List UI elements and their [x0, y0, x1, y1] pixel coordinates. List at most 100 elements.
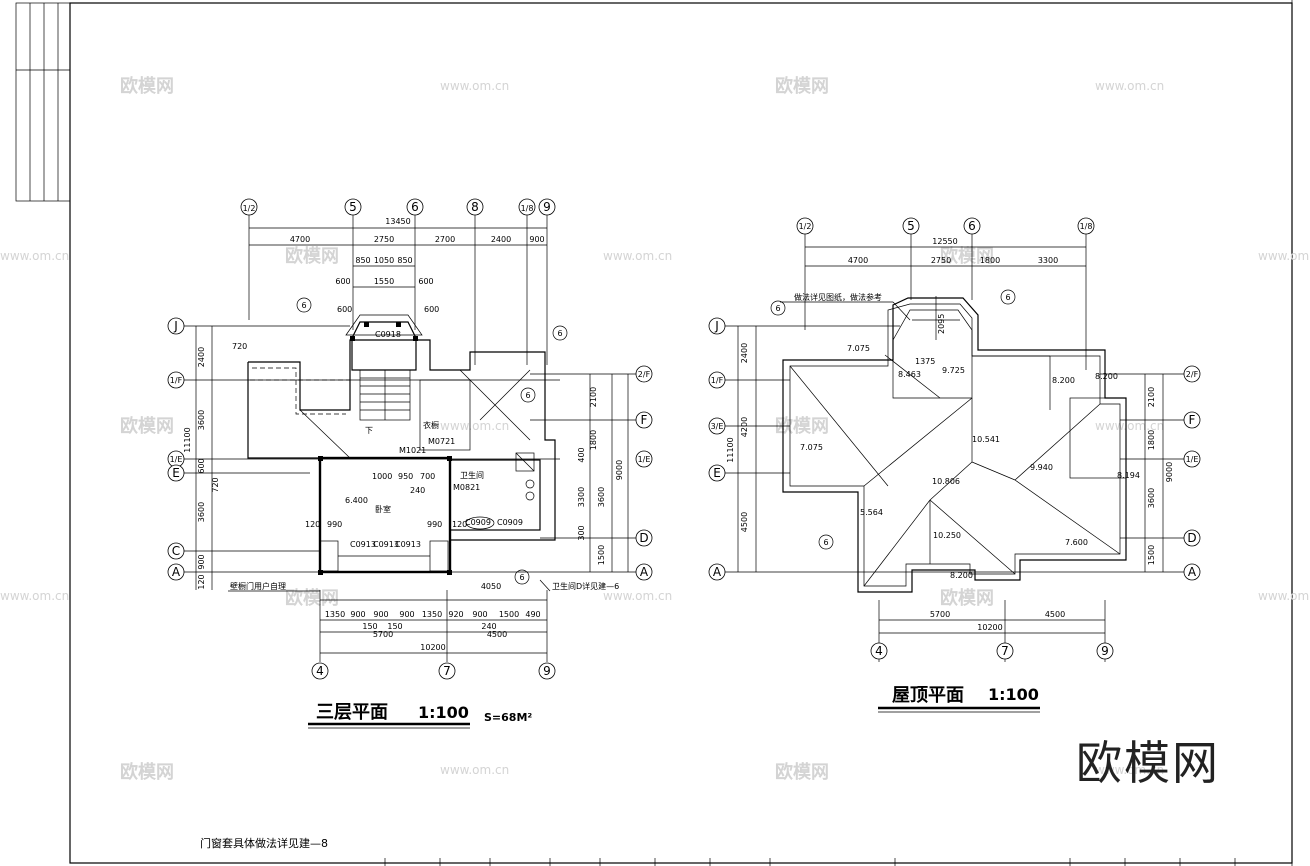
drawing-label: E: [713, 466, 721, 480]
drawing-label: 12550: [932, 237, 957, 246]
drawing-label: 990: [327, 520, 342, 529]
drawing-rect: [515, 452, 535, 472]
drawing-label: 150: [387, 622, 402, 631]
drawing-label: M1021: [399, 446, 426, 455]
drawing-line: [971, 461, 1016, 481]
drawing-label: 720: [211, 477, 220, 492]
drawing-label: A: [713, 565, 722, 579]
drawing-circle: [311, 662, 329, 680]
drawing-label: 4500: [487, 630, 507, 639]
drawing-label: www.om.cn: [603, 249, 672, 263]
drawing-label: 卧室: [375, 504, 391, 514]
drawing-label: 400: [577, 447, 586, 462]
drawing-ellipse: [465, 516, 495, 530]
drawing-label: 欧模网: [775, 75, 829, 97]
drawing-label: 900: [472, 610, 487, 619]
drawing-line: [539, 579, 551, 592]
title-block: [384, 858, 1236, 866]
drawing-label: C0909: [497, 518, 523, 527]
drawing-polygon: [892, 309, 973, 399]
drawing-polyline: [252, 367, 346, 415]
drawing-label: F: [641, 413, 648, 427]
drawing-label: 600: [335, 277, 350, 286]
drawing-circle: [525, 491, 535, 501]
drawing-label: 1500: [597, 545, 606, 565]
drawing-label: 1800: [1147, 430, 1156, 450]
drawing-label: 2095: [937, 314, 946, 334]
drawing-label: 6: [823, 538, 828, 547]
drawing-label: M0821: [453, 483, 480, 492]
drawing-label: J: [714, 319, 719, 333]
drawing-label: www.om.cn: [440, 763, 509, 777]
drawing-label: 7: [1001, 644, 1009, 658]
drawing-line: [479, 369, 531, 421]
drawing-label: 5: [349, 200, 357, 214]
drawing-circle: [296, 297, 312, 313]
brand-logo: 欧模网: [1076, 736, 1220, 790]
drawing-label: 6: [968, 219, 976, 233]
drawing-label: 7.075: [847, 344, 870, 353]
drawing-label: www.om.cn: [0, 249, 69, 263]
drawing-label: J: [173, 319, 178, 333]
drawing-label: 4700: [290, 235, 310, 244]
drawing-label: 900: [350, 610, 365, 619]
drawing-rect: [447, 456, 452, 461]
drawing-label: 4500: [1045, 610, 1065, 619]
drawing-circle: [1000, 289, 1016, 305]
drawing-label: 850: [355, 256, 370, 265]
drawing-label: www.om.cn: [1258, 249, 1310, 263]
drawing-line: [1014, 479, 1121, 555]
drawing-label: 240: [481, 622, 496, 631]
drawing-label: 6: [775, 304, 780, 313]
drawing-label: F: [1189, 413, 1196, 427]
drawing-label: 900: [197, 554, 206, 569]
drawing-label: 490: [525, 610, 540, 619]
drawing-label: 10200: [977, 623, 1002, 632]
drawing-label: 600: [337, 305, 352, 314]
drawing-label: E: [172, 466, 180, 480]
footer-note: 门窗套具体做法详见建—8: [200, 836, 328, 850]
third-floor-area: S=68M²: [484, 711, 532, 724]
roof-axis-top: 1/2 5 6 1/8: [796, 217, 1095, 235]
drawing-circle: [538, 662, 556, 680]
drawing-label: 2400: [740, 343, 749, 363]
drawing-label: 1050: [374, 256, 394, 265]
drawing-label: 2750: [374, 235, 394, 244]
drawing-label: 8.194: [1117, 471, 1140, 480]
watermarks: 欧模网 欧模网 www.om.cn www.om.cn 欧模网 欧模网 www.…: [0, 75, 1310, 783]
drawing-label: 2100: [1147, 387, 1156, 407]
drawing-label: 3300: [1038, 256, 1058, 265]
drawing-circle: [870, 642, 888, 660]
drawing-label: M0721: [428, 437, 455, 446]
axis-bubbles-top: 1/2 5 6 8 1/8 9: [240, 198, 556, 216]
drawing-label: 1/F: [711, 376, 724, 385]
drawing-label: C0918: [375, 330, 401, 339]
drawing-label: C0913: [373, 540, 399, 549]
drawing-label: 900: [373, 610, 388, 619]
drawing-circle: [1183, 563, 1201, 581]
drawing-circle: [996, 642, 1014, 660]
drawing-label: 900: [529, 235, 544, 244]
drawing-rect: [350, 336, 355, 341]
roof-outline: [782, 296, 1127, 593]
drawing-label: 10.541: [972, 435, 1000, 444]
drawing-label: 10.250: [933, 531, 961, 540]
drawing-label: 3300: [577, 487, 586, 507]
drawing-line: [863, 499, 931, 587]
drawing-label: 1800: [589, 430, 598, 450]
drawing-rect: [429, 540, 449, 572]
third-floor-plan: 1/2 5 6 8 1/8 9 13450 4700 2750 2700 240…: [167, 198, 653, 729]
drawing-label: 欧模网: [285, 587, 339, 609]
drawing-label: 600: [197, 458, 206, 473]
drawing-line: [929, 499, 1016, 575]
drawing-label: 1/8: [1080, 222, 1093, 231]
top-dimensions: 13450 4700 2750 2700 2400 900 850 1050 8…: [249, 217, 547, 314]
roof-axis-left: J 1/F 3/E E A: [708, 317, 726, 581]
drawing-label: 10200: [420, 643, 445, 652]
floor-walls: [247, 314, 556, 574]
drawing-label: A: [1188, 565, 1197, 579]
drawing-rect: [318, 456, 323, 461]
drawing-label: 7.075: [800, 443, 823, 452]
drawing-rect: [396, 322, 401, 327]
